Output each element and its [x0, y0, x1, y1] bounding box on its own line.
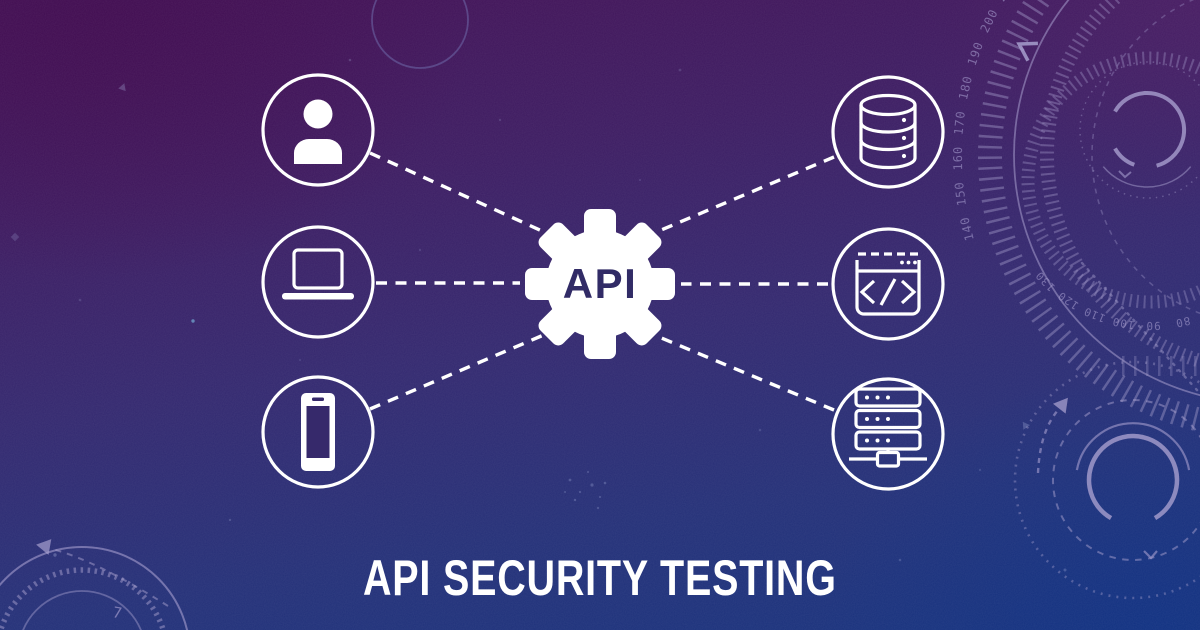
- laptop-icon: [282, 248, 354, 300]
- api-hub: API: [525, 209, 675, 359]
- orbit-circle: [0, 546, 189, 630]
- broken-ring-arc: [1113, 90, 1187, 168]
- thin-arc: [1075, 422, 1191, 471]
- dial-number: 80: [1174, 314, 1192, 330]
- server-icon: [849, 387, 927, 468]
- page-title: API SECURITY TESTING: [0, 549, 1200, 607]
- dial-number: 170: [951, 110, 968, 136]
- node-circle: [261, 73, 375, 187]
- dial-number: 160: [951, 146, 965, 171]
- code-glyph: [859, 278, 917, 306]
- arrow-shaft: [51, 548, 169, 607]
- faint-circle: [371, 0, 469, 69]
- node-circle: [831, 227, 945, 341]
- tick-ring: [1021, 51, 1200, 309]
- code-window-icon: [855, 252, 921, 316]
- connector-line: [646, 330, 835, 412]
- beaded-circle: [1013, 360, 1200, 600]
- chevron-down-icon: [1118, 170, 1132, 179]
- arrow-shaft: [1036, 408, 1060, 474]
- orbit-decoration-bottom-left: 7: [0, 539, 189, 630]
- node-circle: [261, 225, 375, 339]
- node-code-window: [831, 227, 945, 341]
- dial-number: 150: [952, 180, 969, 206]
- connector-line: [369, 329, 554, 411]
- database-icon: [859, 93, 917, 170]
- orbit-decoration-bottom-right: [1013, 360, 1200, 600]
- corner-glyph: 7: [111, 603, 123, 622]
- user-icon: [294, 99, 342, 164]
- node-circle: [261, 375, 375, 489]
- chevron-down-icon: [1143, 550, 1158, 560]
- dotted-diagonal-line: [1080, 261, 1200, 396]
- node-database: [831, 75, 945, 189]
- node-circle: [831, 377, 945, 491]
- node-laptop: [261, 225, 375, 339]
- thick-arc: [1086, 433, 1180, 521]
- dial-number: 210: [994, 0, 1019, 4]
- connector-line: [646, 155, 835, 238]
- dial-number: 100: [1111, 315, 1136, 332]
- beaded-circle: [0, 567, 167, 630]
- arrow-left-icon: [36, 539, 52, 555]
- page-title-text: API SECURITY TESTING: [363, 550, 837, 606]
- node-circle: [831, 75, 945, 189]
- inner-circle: [22, 590, 142, 630]
- broken-ring-arc-small: [1113, 147, 1136, 167]
- node-smartphone: [261, 375, 375, 489]
- thin-arc: [1102, 166, 1192, 188]
- hub-label: API: [563, 260, 638, 307]
- connector-lines: [369, 151, 835, 412]
- arrow-up-icon: [1053, 397, 1068, 414]
- dashed-circle: [1052, 399, 1200, 561]
- dotted-circle: [1079, 61, 1200, 199]
- connector-line: [369, 151, 554, 238]
- gear-icon: [525, 209, 675, 359]
- node-server: [831, 377, 945, 491]
- smartphone-icon: [301, 393, 335, 471]
- dial-number: 90: [1145, 319, 1161, 332]
- dial-circle: [1013, 0, 1200, 396]
- dial-number: 180: [956, 74, 975, 101]
- chevron-up-icon: [1016, 41, 1038, 62]
- node-user: [261, 73, 375, 187]
- dial-decoration-top-right: 140150160170180190200210: [951, 0, 1200, 433]
- dial-number: 140: [957, 215, 977, 242]
